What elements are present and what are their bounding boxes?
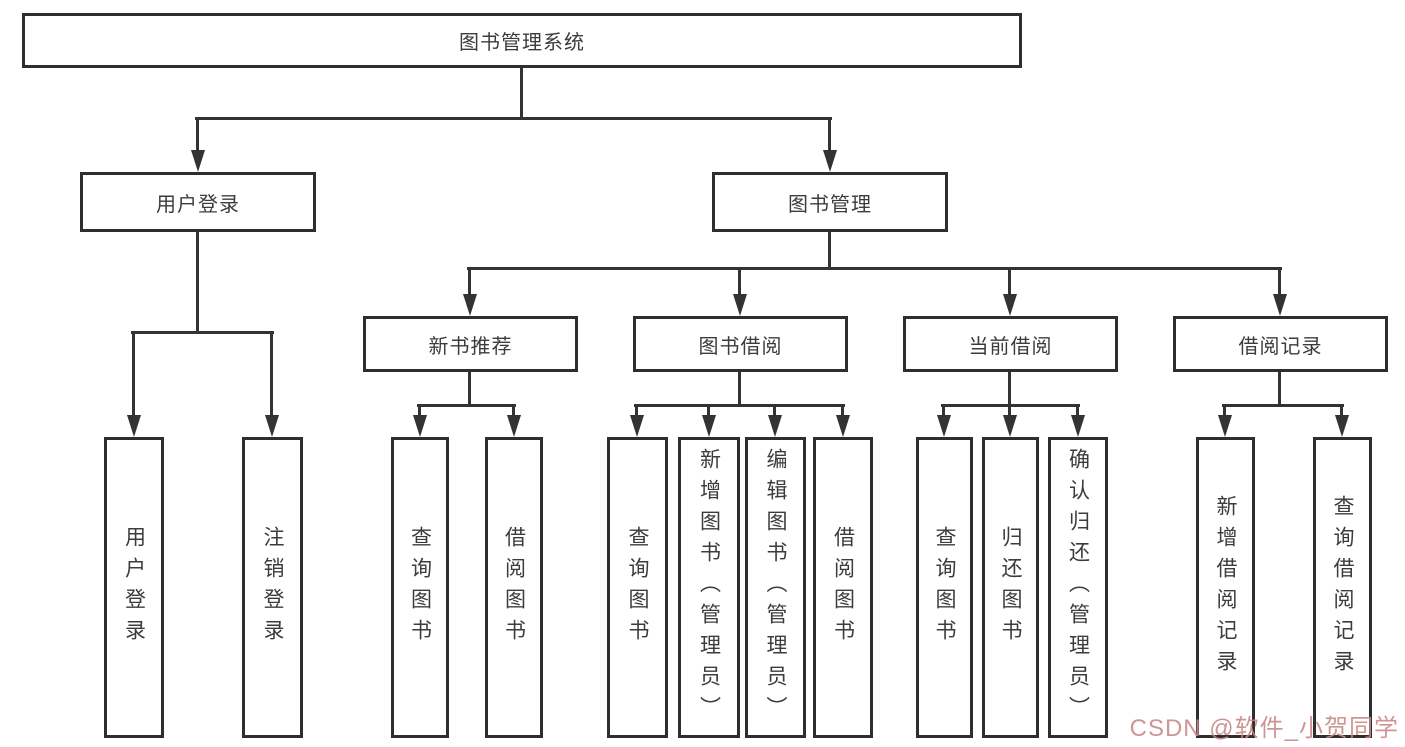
connector-line bbox=[941, 404, 1080, 407]
connector-line bbox=[1222, 404, 1344, 407]
arrowhead-down-icon bbox=[823, 150, 837, 172]
connector-line bbox=[634, 404, 845, 407]
leaf-add-borrow-record: 新增借阅记录 bbox=[1196, 437, 1255, 738]
connector-line bbox=[738, 268, 741, 295]
connector-line bbox=[1278, 268, 1281, 295]
arrowhead-down-icon bbox=[1003, 415, 1017, 437]
connector-line bbox=[1076, 405, 1079, 416]
arrowhead-down-icon bbox=[127, 415, 141, 437]
node-root: 图书管理系统 bbox=[22, 13, 1022, 68]
connector-line bbox=[270, 332, 273, 416]
connector-line bbox=[131, 331, 274, 334]
connector-line bbox=[196, 118, 199, 151]
connector-line bbox=[942, 405, 945, 416]
leaf-borrow-books-1: 借阅图书 bbox=[485, 437, 543, 738]
connector-line bbox=[773, 405, 776, 416]
connector-line bbox=[467, 267, 1282, 270]
connector-line bbox=[841, 405, 844, 416]
connector-line bbox=[132, 332, 135, 416]
connector-line bbox=[635, 405, 638, 416]
arrowhead-down-icon bbox=[1335, 415, 1349, 437]
connector-line bbox=[1340, 405, 1343, 416]
leaf-user-login: 用户登录 bbox=[104, 437, 164, 738]
leaf-query-books-3: 查询图书 bbox=[916, 437, 973, 738]
connector-line bbox=[418, 405, 421, 416]
leaf-logout: 注销登录 bbox=[242, 437, 303, 738]
leaf-query-books-1: 查询图书 bbox=[391, 437, 449, 738]
connector-line bbox=[195, 117, 832, 120]
arrowhead-down-icon bbox=[702, 415, 716, 437]
arrowhead-down-icon bbox=[1218, 415, 1232, 437]
connector-line bbox=[417, 404, 516, 407]
leaf-edit-books-admin: 编辑图书（管理员） bbox=[745, 437, 806, 738]
arrowhead-down-icon bbox=[836, 415, 850, 437]
arrowhead-down-icon bbox=[630, 415, 644, 437]
connector-line bbox=[738, 372, 741, 406]
arrowhead-down-icon bbox=[937, 415, 951, 437]
leaf-query-borrow-record: 查询借阅记录 bbox=[1313, 437, 1372, 738]
connector-line bbox=[520, 68, 523, 118]
arrowhead-down-icon bbox=[1273, 294, 1287, 316]
arrowhead-down-icon bbox=[733, 294, 747, 316]
connector-line bbox=[512, 405, 515, 416]
connector-line bbox=[1223, 405, 1226, 416]
connector-line bbox=[468, 372, 471, 406]
node-book-borrow: 图书借阅 bbox=[633, 316, 848, 372]
leaf-borrow-books-2: 借阅图书 bbox=[813, 437, 873, 738]
connector-line bbox=[1278, 372, 1281, 406]
connector-line bbox=[828, 232, 831, 269]
leaf-add-books-admin: 新增图书（管理员） bbox=[678, 437, 740, 738]
connector-line bbox=[1008, 405, 1011, 416]
node-book-management: 图书管理 bbox=[712, 172, 948, 232]
arrowhead-down-icon bbox=[265, 415, 279, 437]
connector-line bbox=[1008, 268, 1011, 295]
arrowhead-down-icon bbox=[191, 150, 205, 172]
leaf-query-books-2: 查询图书 bbox=[607, 437, 668, 738]
arrowhead-down-icon bbox=[1071, 415, 1085, 437]
arrowhead-down-icon bbox=[413, 415, 427, 437]
connector-line bbox=[707, 405, 710, 416]
node-user-login: 用户登录 bbox=[80, 172, 316, 232]
arrowhead-down-icon bbox=[1003, 294, 1017, 316]
connector-line bbox=[196, 232, 199, 333]
leaf-confirm-return-admin: 确认归还（管理员） bbox=[1048, 437, 1108, 738]
arrowhead-down-icon bbox=[463, 294, 477, 316]
node-borrow-records: 借阅记录 bbox=[1173, 316, 1388, 372]
connector-line bbox=[468, 268, 471, 295]
connector-line bbox=[1008, 372, 1011, 406]
leaf-return-books: 归还图书 bbox=[982, 437, 1039, 738]
node-current-borrow: 当前借阅 bbox=[903, 316, 1118, 372]
arrowhead-down-icon bbox=[768, 415, 782, 437]
arrowhead-down-icon bbox=[507, 415, 521, 437]
node-new-book-recommend: 新书推荐 bbox=[363, 316, 578, 372]
connector-line bbox=[828, 118, 831, 151]
